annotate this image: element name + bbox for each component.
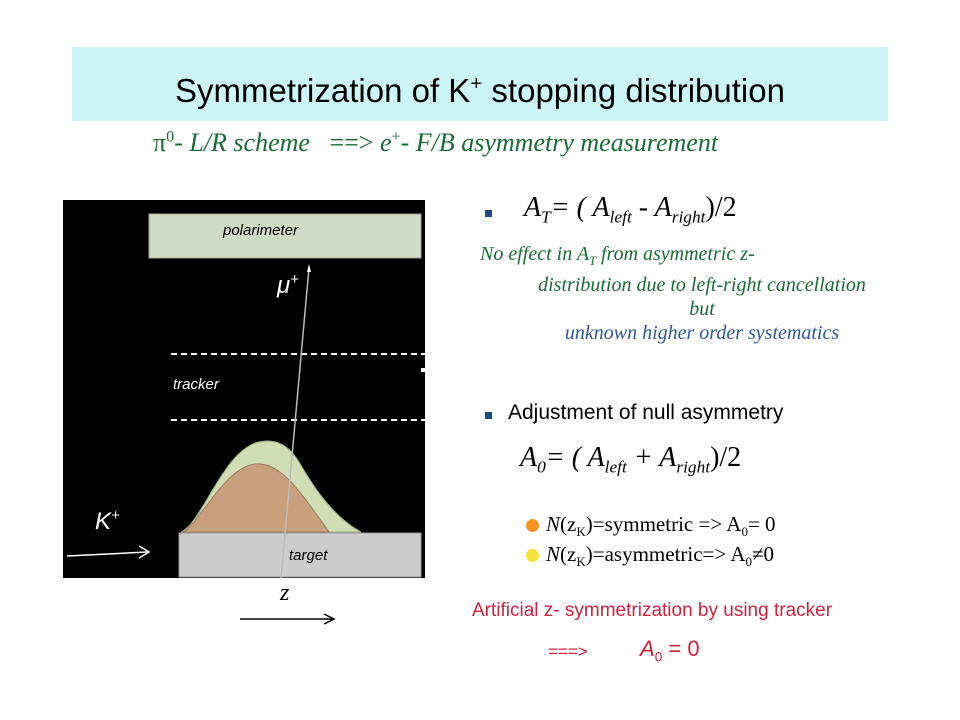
note-line-3: but — [689, 298, 715, 320]
polarimeter-label: polarimeter — [223, 222, 299, 239]
bullet-at — [485, 210, 492, 217]
detector-diagram: polarimeter tracker target μ+ K+ — [63, 200, 425, 579]
kaon-beam-line — [66, 551, 148, 557]
polarimeter-box — [148, 213, 422, 259]
tracker-label: tracker — [173, 376, 219, 393]
muon-label: μ+ — [277, 272, 299, 299]
at-formula: AT= ( Aleft - Aright)/2 — [524, 192, 737, 227]
note-line-1: No effect in AT from asymmetric z- — [480, 243, 755, 268]
artificial-symmetrization-text: Artificial z- symmetrization by using tr… — [472, 600, 833, 621]
case-symmetric: N(zK)=symmetric => A0= 0 — [546, 512, 776, 540]
a0-formula: A0= ( Aleft + Aright)/2 — [520, 442, 742, 477]
case-asymmetric: N(zK)=asymmetric=> A0≠0 — [546, 542, 775, 570]
conclusion-result: A0 = 0 — [640, 636, 700, 665]
note-line-4: unknown higher order systematics — [564, 322, 840, 344]
bullet-dot-asymmetric — [526, 549, 539, 562]
adjustment-heading: Adjustment of null asymmetry — [508, 401, 784, 424]
muon-arrow-head — [307, 264, 311, 272]
title-banner — [72, 47, 888, 121]
note-line-2: distribution due to left-right cancellat… — [538, 274, 866, 296]
distribution-inner — [181, 463, 330, 533]
z-axis-label: z — [280, 580, 290, 606]
z-axis-arrow — [240, 613, 336, 625]
note-block: No effect in AT from asymmetric z- distr… — [472, 242, 932, 345]
bullet-dot-symmetric — [526, 519, 539, 532]
target-label: target — [289, 547, 328, 564]
kaon-label: K+ — [95, 508, 120, 535]
conclusion-arrow: ===> — [548, 642, 588, 661]
kaon-arrow-head — [138, 545, 151, 559]
slide-title: Symmetrization of K+ stopping distributi… — [175, 72, 785, 109]
muon-track — [280, 267, 310, 579]
bullet-adjustment — [485, 412, 492, 419]
subtitle: π0- L/R scheme ==> e+- F/B asymmetry mea… — [153, 128, 719, 157]
target-box — [178, 532, 422, 578]
